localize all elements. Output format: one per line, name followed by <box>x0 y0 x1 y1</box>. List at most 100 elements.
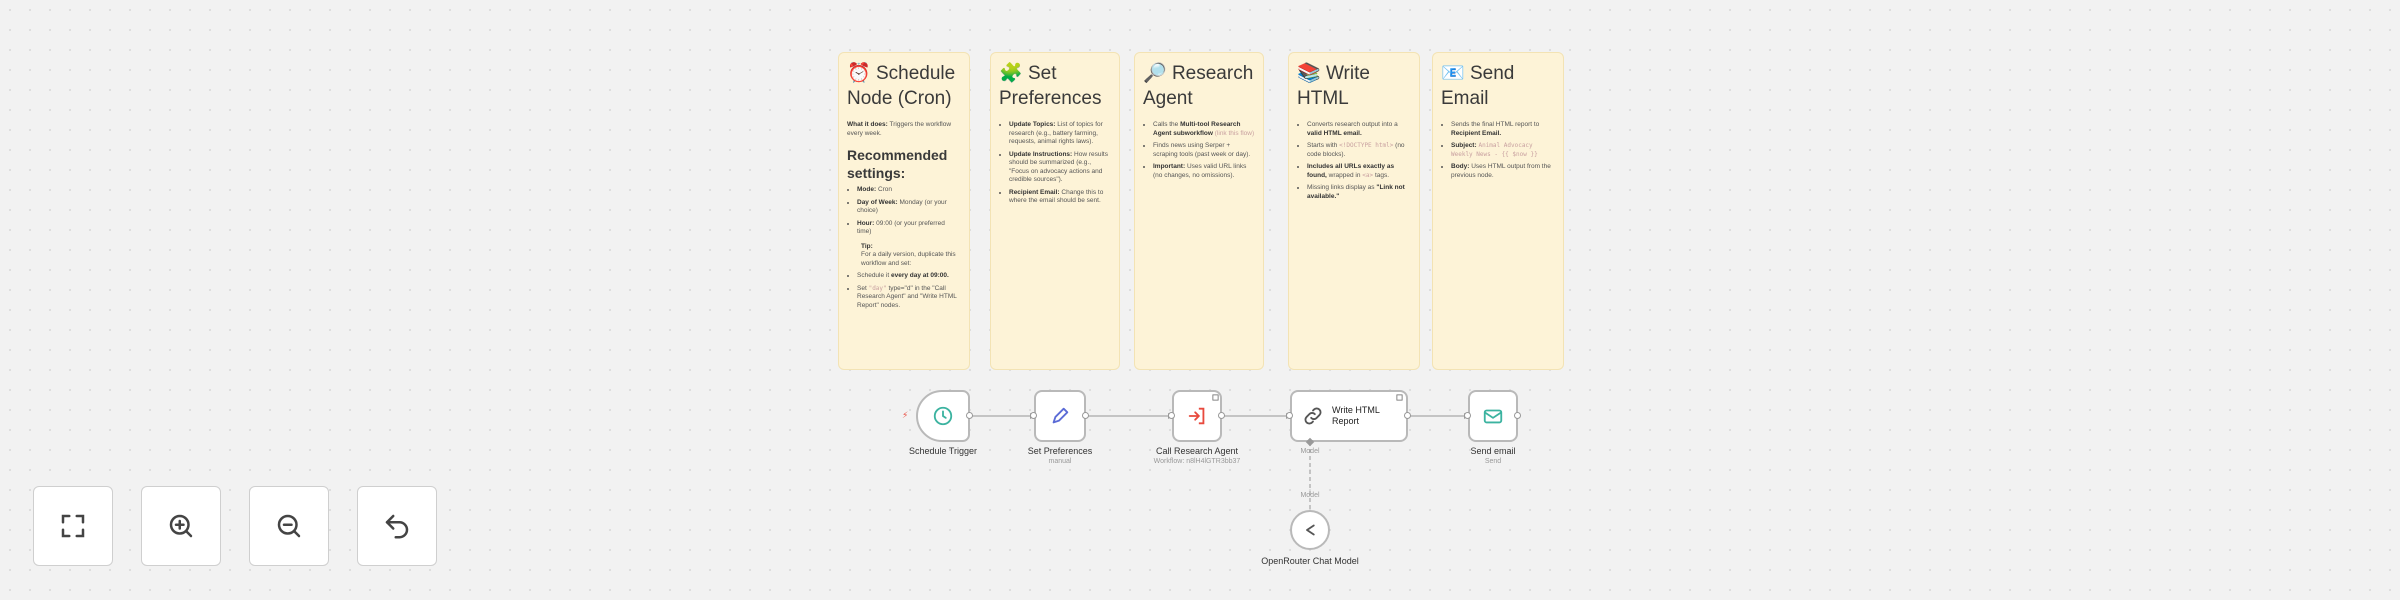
note-list: Sends the final HTML report to Recipient… <box>1441 121 1555 180</box>
note-text: Set <box>857 284 867 292</box>
note-bold: Subject: <box>1451 142 1477 149</box>
node-label: Send email <box>1470 446 1516 456</box>
note-link[interactable]: (link this flow) <box>1214 129 1255 137</box>
schedule-trigger-node[interactable] <box>916 390 970 442</box>
port-label: Model <box>1300 492 1320 499</box>
subworkflow-badge-icon <box>1212 394 1219 401</box>
sticky-note-preferences[interactable]: 🧩 Set Preferences Update Topics: List of… <box>990 52 1120 370</box>
list-item: Sends the final HTML report to Recipient… <box>1451 121 1555 138</box>
output-port[interactable] <box>1218 412 1225 419</box>
note-bold: valid HTML email. <box>1307 129 1362 137</box>
note-text: How results should be summarized (e.g., … <box>1009 150 1108 184</box>
note-title-text: Write HTML <box>1297 63 1370 109</box>
note-title: ⏰ Schedule Node (Cron) <box>847 61 961 111</box>
note-text: tags. <box>1374 171 1390 179</box>
openrouter-chat-model-node[interactable] <box>1290 510 1330 550</box>
zoom-out-button[interactable] <box>249 486 329 566</box>
output-port[interactable] <box>1404 412 1411 419</box>
list-item: Recipient Email: Change this to where th… <box>1009 189 1111 206</box>
note-list: Converts research output into a valid HT… <box>1297 121 1411 201</box>
note-title-text: Schedule Node (Cron) <box>847 63 956 109</box>
set-preferences-node[interactable] <box>1034 390 1086 442</box>
note-text: For a daily version, duplicate this work… <box>861 251 956 267</box>
list-item: Schedule it every day at 09:00. <box>857 272 961 281</box>
note-text: Calls the <box>1153 121 1179 128</box>
undo-icon <box>385 514 409 539</box>
output-port[interactable] <box>1514 412 1521 419</box>
sticky-note-research[interactable]: 🔎 Research Agent Calls the Multi-tool Re… <box>1134 52 1264 370</box>
note-code: <!DOCTYPE html> <box>1339 142 1394 149</box>
list-item: Hour: 09:00 (or your preferred time) <box>857 220 961 237</box>
expand-icon <box>61 514 85 538</box>
input-port[interactable] <box>1286 412 1293 419</box>
note-title: 📧 Send Email <box>1441 61 1555 111</box>
note-text: Uses valid URL links (no changes, no omi… <box>1153 163 1247 179</box>
note-bold: Mode: <box>857 186 877 193</box>
note-bold: Hour: <box>857 219 875 227</box>
write-html-report-node[interactable]: Write HTML Report <box>1290 390 1408 442</box>
note-list: Update Topics: List of topics for resear… <box>999 121 1111 206</box>
list-item: Starts with <!DOCTYPE html> (no code blo… <box>1307 142 1411 159</box>
note-text: 09:00 (or your preferred time) <box>857 219 945 236</box>
node-label: Write HTML Report <box>1332 405 1380 426</box>
sticky-note-send-email[interactable]: 📧 Send Email Sends the final HTML report… <box>1432 52 1564 370</box>
list-item: Missing links display as "Link not avail… <box>1307 184 1411 201</box>
zoom-in-button[interactable] <box>141 486 221 566</box>
output-port[interactable] <box>1082 412 1089 419</box>
note-list: Calls the Multi-tool Research Agent subw… <box>1143 121 1255 180</box>
list-item: Includes all URLs exactly as found, wrap… <box>1307 163 1411 180</box>
sticky-note-write-html[interactable]: 📚 Write HTML Converts research output in… <box>1288 52 1420 370</box>
note-text: wrapped in <box>1328 171 1361 179</box>
note-bold: Update Topics: <box>1009 121 1056 128</box>
note-text: Triggers the workflow every week. <box>847 121 952 137</box>
node-label: Call Research Agent <box>1155 446 1239 456</box>
input-port[interactable] <box>1464 412 1471 419</box>
send-email-node[interactable] <box>1468 390 1518 442</box>
sticky-note-schedule[interactable]: ⏰ Schedule Node (Cron) What it does: Tri… <box>838 52 970 370</box>
trigger-start-icon: ⚡ <box>902 410 909 420</box>
note-text: Uses HTML output from the previous node. <box>1451 163 1551 179</box>
note-text: List of topics for research (e.g., batte… <box>1009 121 1103 145</box>
note-text: Starts with <box>1307 142 1338 149</box>
input-port[interactable] <box>1168 412 1175 419</box>
puzzle-icon: 🧩 <box>999 62 1023 84</box>
tip-block: Tip: For a daily version, duplicate this… <box>847 243 961 269</box>
note-text: Converts research output into a <box>1307 121 1398 128</box>
input-port[interactable] <box>1030 412 1037 419</box>
note-text: Sends the final HTML report to <box>1451 121 1540 128</box>
note-subheading: Recommended settings: <box>847 147 948 181</box>
list-item: Calls the Multi-tool Research Agent subw… <box>1153 121 1255 138</box>
note-title: 🧩 Set Preferences <box>999 61 1111 111</box>
list-item: Converts research output into a valid HT… <box>1307 121 1411 138</box>
magnifier-icon: 🔎 <box>1143 62 1167 84</box>
link-icon <box>1304 407 1322 425</box>
note-title: 🔎 Research Agent <box>1143 61 1255 111</box>
list-item: Body: Uses HTML output from the previous… <box>1451 163 1555 180</box>
note-list: Mode: Cron Day of Week: Monday (or your … <box>847 186 961 237</box>
node-sublabel: Workflow: n8lH4lGTR3bb37 <box>1153 458 1241 465</box>
note-bold: Body: <box>1451 163 1470 170</box>
list-item: Important: Uses valid URL links (no chan… <box>1153 163 1255 180</box>
note-code: "day" <box>868 284 887 292</box>
note-bold: What it does: <box>847 121 888 128</box>
note-bold: every day at 09:00. <box>890 272 949 279</box>
list-item: Day of Week: Monday (or your choice) <box>857 199 961 216</box>
note-bold: "Link not available." <box>1307 184 1405 200</box>
note-list: Schedule it every day at 09:00. Set "day… <box>847 272 961 310</box>
note-text: Monday (or your choice) <box>857 198 947 215</box>
node-label: Schedule Trigger <box>908 446 978 456</box>
note-text: (no code blocks). <box>1307 142 1405 158</box>
note-code: Animal Advocacy Weekly News - {{ $now }} <box>1451 142 1538 158</box>
alarm-clock-icon: ⏰ <box>847 62 871 84</box>
reset-zoom-button[interactable] <box>357 486 437 566</box>
note-bold: Tip: <box>861 242 873 250</box>
fit-view-button[interactable] <box>33 486 113 566</box>
openrouter-icon <box>1306 524 1315 536</box>
node-sublabel: manual <box>1048 458 1072 465</box>
mail-icon <box>1483 409 1503 424</box>
clock-icon <box>933 406 953 426</box>
note-text: Missing links display as <box>1307 184 1375 191</box>
output-port[interactable] <box>966 412 973 419</box>
note-bold: Recipient Email. <box>1451 129 1502 137</box>
port-label: Model <box>1300 448 1320 455</box>
